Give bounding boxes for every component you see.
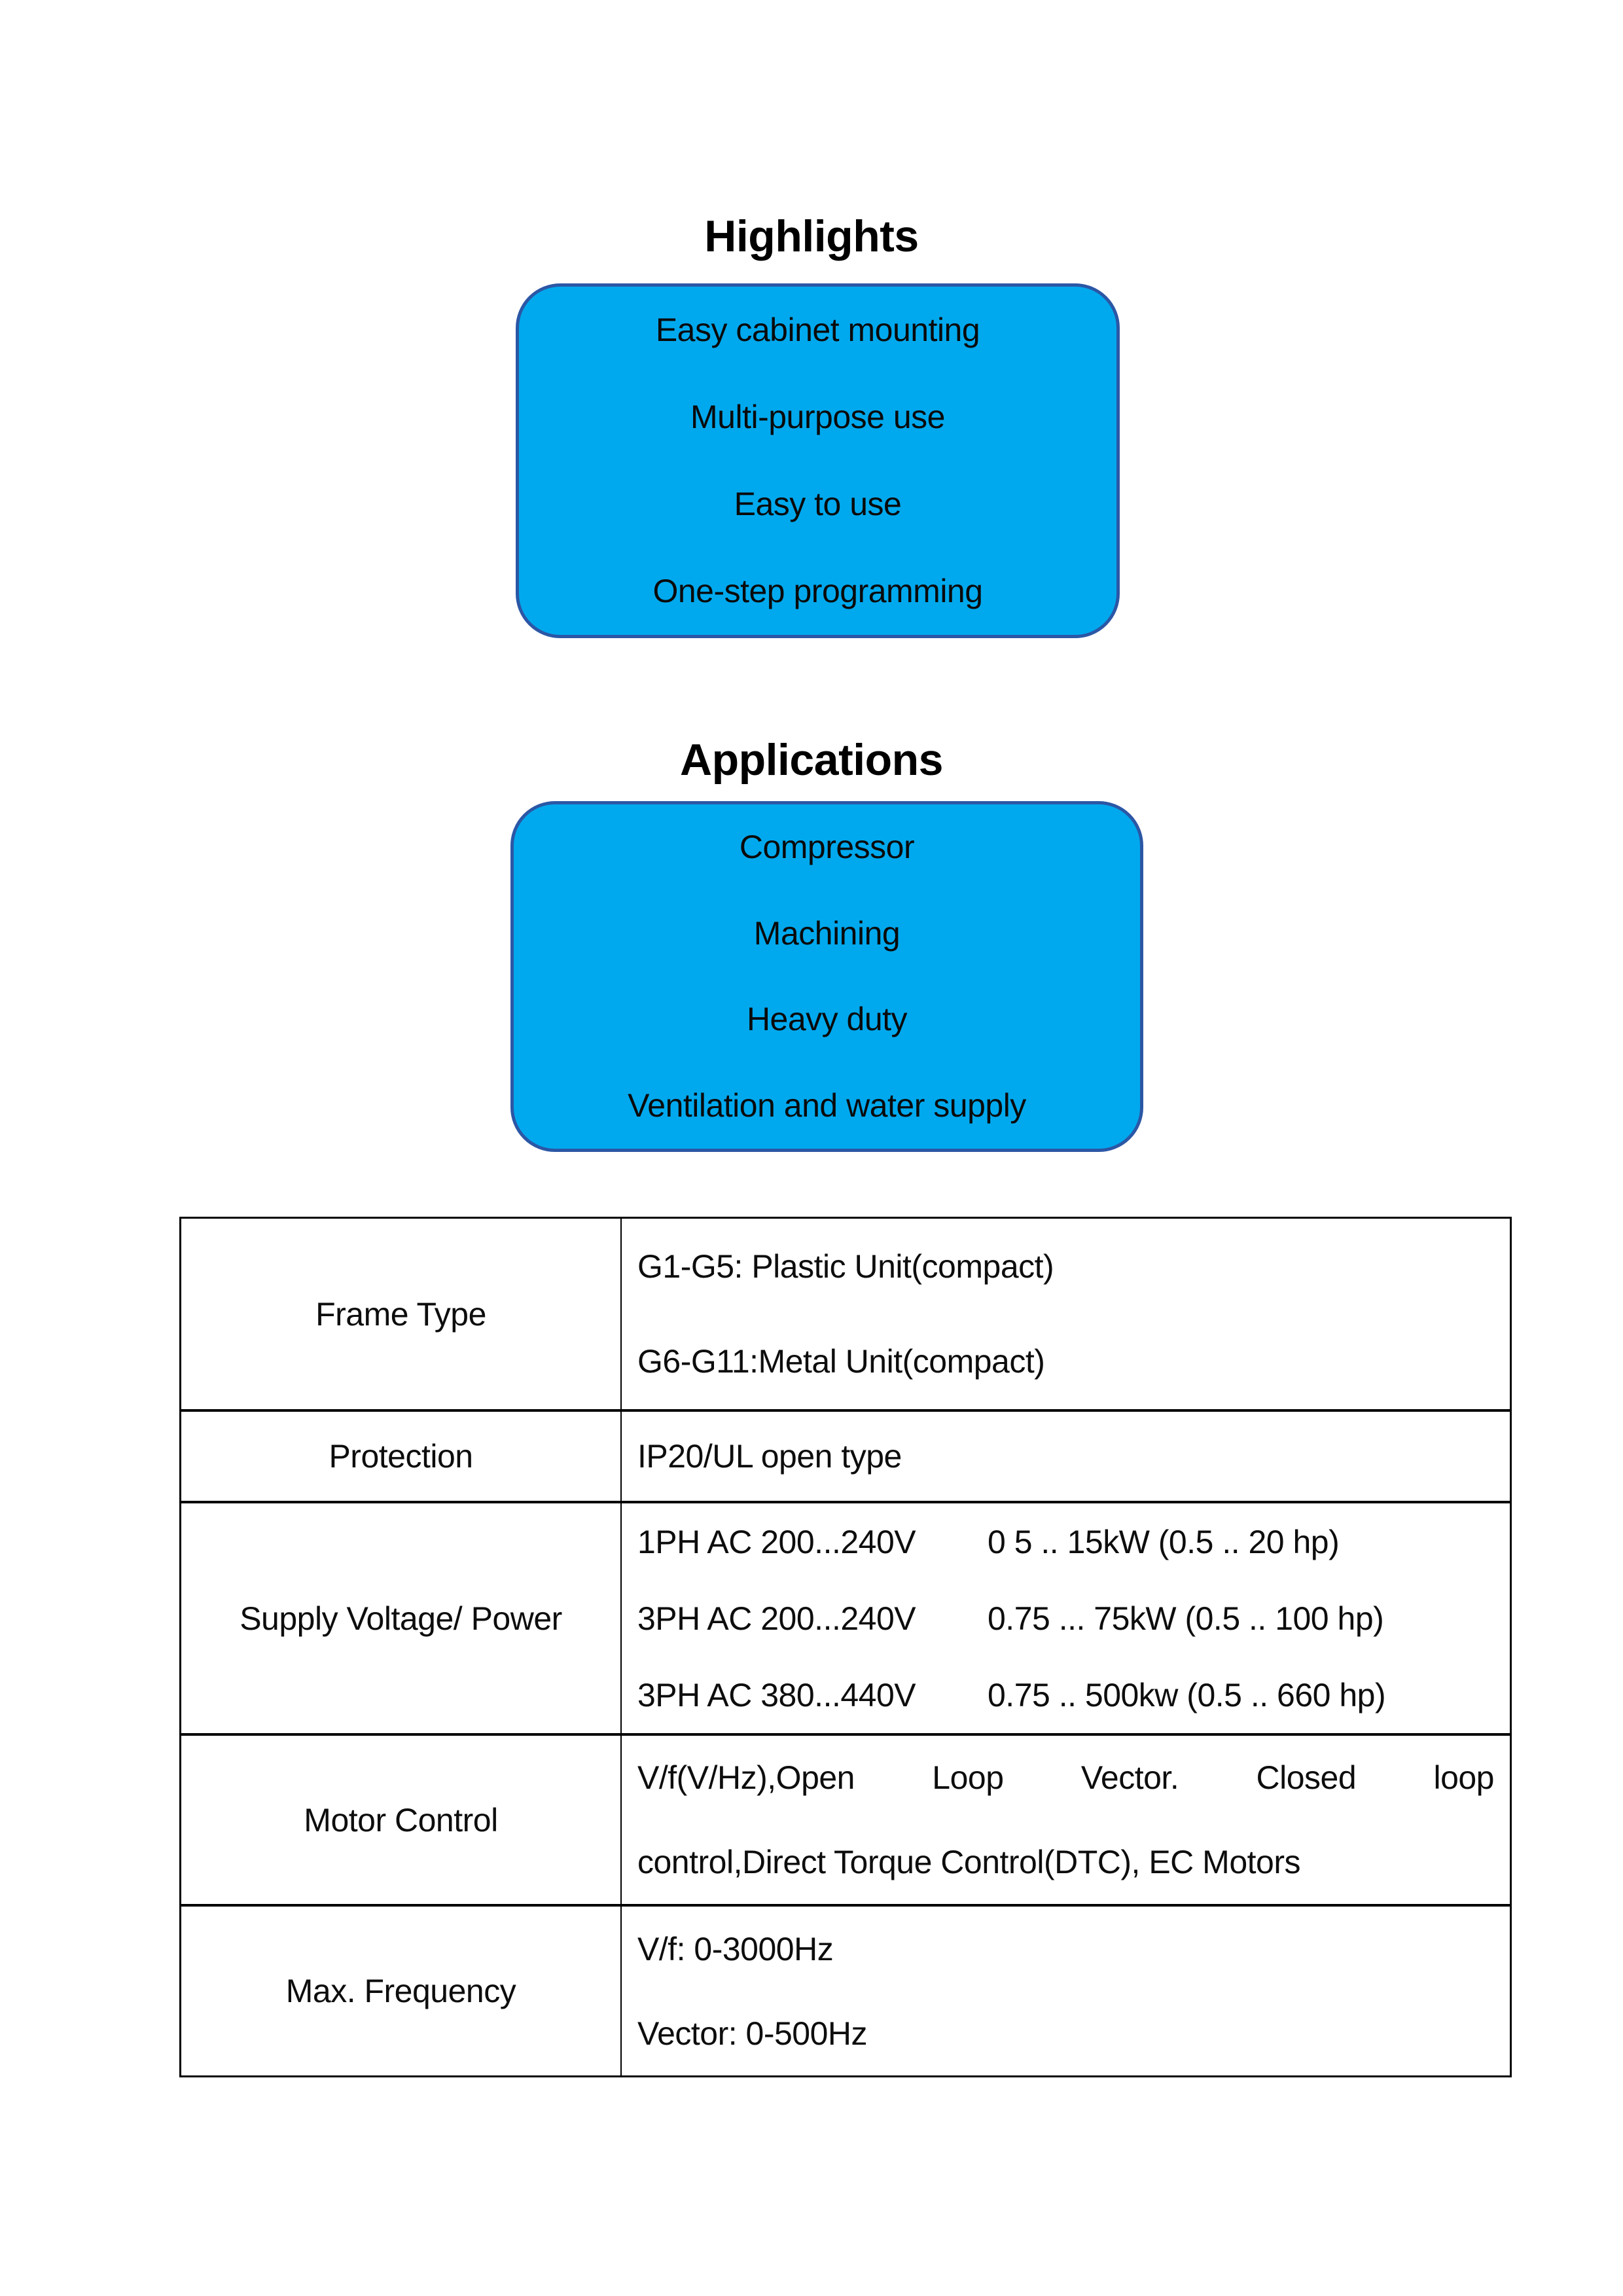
supply-power-value: 0 5 .. 15kW (0.5 .. 20 hp)	[988, 1523, 1340, 1560]
table-row-supply-voltage-power: Supply Voltage/ Power 1PH AC 200...240V 0…	[181, 1501, 1510, 1733]
row-label-cell: Motor Control	[181, 1736, 622, 1904]
highlight-item: One-step programming	[652, 573, 983, 609]
highlight-item: Easy cabinet mounting	[655, 312, 980, 348]
spec-line: 1PH AC 200...240V 0 5 .. 15kW (0.5 .. 20 …	[637, 1523, 1494, 1561]
spec-table: Frame Type G1-G5: Plastic Unit(compact) …	[179, 1217, 1512, 2077]
application-item: Compressor	[739, 829, 915, 866]
row-value-cell: 1PH AC 200...240V 0 5 .. 15kW (0.5 .. 20 …	[622, 1503, 1510, 1733]
supply-voltage-value: 3PH AC 380...440V	[637, 1676, 916, 1713]
spec-line: V/f(V/Hz),Open Loop Vector. Closed loop	[637, 1759, 1495, 1797]
supply-voltage-value: 3PH AC 200...240V	[637, 1600, 916, 1637]
application-item: Machining	[753, 914, 901, 952]
row-label: Motor Control	[304, 1801, 498, 1839]
supply-power-value: 0.75 .. 500kw (0.5 .. 660 hp)	[988, 1676, 1386, 1713]
table-row-frame-type: Frame Type G1-G5: Plastic Unit(compact) …	[181, 1219, 1510, 1409]
supply-power-value: 0.75 ... 75kW (0.5 .. 100 hp)	[988, 1600, 1384, 1637]
row-label: Protection	[329, 1438, 473, 1475]
table-row-max-frequency: Max. Frequency V/f: 0-3000Hz Vector: 0-5…	[181, 1904, 1510, 2075]
spec-line: 3PH AC 380...440V 0.75 .. 500kw (0.5 .. 6…	[637, 1676, 1494, 1714]
applications-box: Compressor Machining Heavy duty Ventilat…	[510, 801, 1143, 1152]
row-label-cell: Protection	[181, 1412, 622, 1501]
highlight-item: Multi-purpose use	[690, 399, 945, 435]
spec-line: Vector: 0-500Hz	[637, 2015, 868, 2052]
row-value-cell: V/f: 0-3000Hz Vector: 0-500Hz	[622, 1907, 1510, 2075]
table-row-protection: Protection IP20/UL open type	[181, 1409, 1510, 1501]
spec-line: G1-G5: Plastic Unit(compact)	[637, 1247, 1054, 1285]
table-row-motor-control: Motor Control V/f(V/Hz),Open Loop Vector…	[181, 1733, 1510, 1904]
row-label: Supply Voltage/ Power	[240, 1600, 562, 1637]
spec-line: 3PH AC 200...240V 0.75 ... 75kW (0.5 .. 1…	[637, 1600, 1494, 1638]
highlights-box: Easy cabinet mounting Multi-purpose use …	[516, 283, 1120, 638]
highlights-title: Highlights	[704, 211, 919, 261]
spec-line: V/f: 0-3000Hz	[637, 1930, 834, 1967]
row-label: Max. Frequency	[285, 1973, 516, 2009]
row-label-cell: Max. Frequency	[181, 1907, 622, 2075]
row-value-cell: V/f(V/Hz),Open Loop Vector. Closed loop …	[622, 1736, 1510, 1904]
application-item: Ventilation and water supply	[628, 1086, 1026, 1124]
row-value-cell: IP20/UL open type	[622, 1412, 1510, 1501]
row-label-cell: Supply Voltage/ Power	[181, 1503, 622, 1733]
highlight-item: Easy to use	[734, 486, 902, 522]
supply-voltage-value: 1PH AC 200...240V	[637, 1523, 916, 1560]
spec-line: G6-G11:Metal Unit(compact)	[637, 1343, 1045, 1380]
applications-title: Applications	[679, 735, 944, 785]
spec-line: IP20/UL open type	[637, 1438, 902, 1475]
row-value-cell: G1-G5: Plastic Unit(compact) G6-G11:Meta…	[622, 1219, 1510, 1409]
row-label-cell: Frame Type	[181, 1219, 622, 1409]
application-item: Heavy duty	[746, 1001, 908, 1038]
row-label: Frame Type	[315, 1295, 486, 1333]
spec-line: control,Direct Torque Control(DTC), EC M…	[637, 1843, 1300, 1880]
